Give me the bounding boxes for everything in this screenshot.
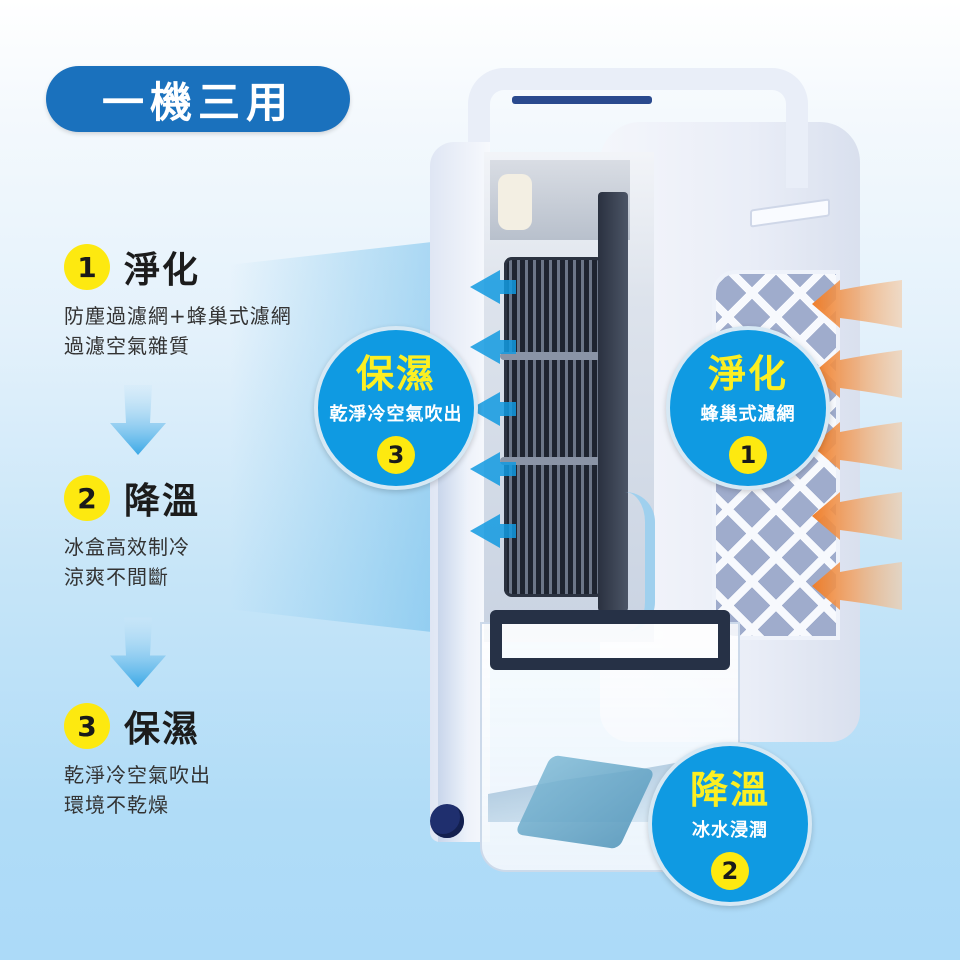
feature-label: 降溫 [124, 481, 201, 522]
callout-subtitle: 乾淨冷空氣吹出 [329, 404, 463, 425]
feature-label: 淨化 [124, 250, 201, 291]
callout-subtitle: 冰水浸潤 [692, 820, 768, 841]
feature-humidify: 3 保濕 乾淨冷空氣吹出 環境不乾燥 [64, 700, 211, 820]
desc-line: 過濾空氣雜質 [64, 334, 190, 358]
orange-intake-arrow-icon [812, 492, 902, 540]
callout-title: 保濕 [355, 352, 436, 396]
callout-title: 淨化 [707, 352, 788, 396]
blue-outflow-arrow-icon [470, 330, 516, 364]
water-hose [615, 492, 655, 632]
desc-line: 防塵過濾網+蜂巢式濾網 [64, 304, 292, 328]
down-arrow-icon [110, 385, 166, 455]
desc-line: 冰盒高效制冷 [64, 535, 190, 559]
handle-grip [512, 96, 652, 104]
blue-outflow-arrow-icon [470, 514, 516, 548]
number-badge: 2 [64, 475, 110, 521]
carry-handle [468, 68, 808, 188]
callout-humidify: 保濕 乾淨冷空氣吹出 3 [314, 326, 478, 490]
callout-subtitle: 蜂巢式濾網 [700, 404, 796, 425]
tank-rim [490, 610, 730, 670]
feature-label: 保濕 [124, 709, 201, 750]
blue-outflow-arrow-icon [470, 452, 516, 486]
down-arrow-icon [110, 617, 166, 688]
feature-cooling: 2 降溫 冰盒高效制冷 涼爽不間斷 [64, 472, 200, 592]
title-text: 一機三用 [101, 77, 294, 127]
orange-intake-arrow-icon [812, 350, 902, 398]
caster-wheel [430, 804, 464, 838]
orange-intake-arrow-icon [812, 422, 902, 470]
number-badge: 1 [729, 436, 767, 474]
number-badge: 3 [377, 436, 415, 474]
number-badge: 1 [64, 244, 110, 290]
feature-description: 防塵過濾網+蜂巢式濾網 過濾空氣雜質 [64, 301, 292, 361]
desc-line: 環境不乾燥 [64, 793, 169, 817]
blue-outflow-arrow-icon [470, 270, 516, 304]
feature-purify: 1 淨化 防塵過濾網+蜂巢式濾網 過濾空氣雜質 [64, 241, 292, 361]
fan-ring [500, 457, 608, 465]
feature-description: 冰盒高效制冷 涼爽不間斷 [64, 532, 200, 592]
callout-cooling: 降溫 冰水浸潤 2 [648, 742, 812, 906]
desc-line: 乾淨冷空氣吹出 [64, 763, 211, 787]
fan-frame [598, 192, 628, 612]
orange-intake-arrow-icon [812, 562, 902, 610]
title-banner: 一機三用 [46, 66, 350, 132]
number-badge: 3 [64, 703, 110, 749]
callout-purify: 淨化 蜂巢式濾網 1 [666, 326, 830, 490]
fan-ring [500, 352, 608, 360]
callout-title: 降溫 [689, 768, 770, 812]
number-badge: 2 [711, 852, 749, 890]
blue-outflow-arrow-icon [470, 392, 516, 426]
orange-intake-arrow-icon [812, 280, 902, 328]
feature-description: 乾淨冷空氣吹出 環境不乾燥 [64, 760, 211, 820]
tower-fan-blower [504, 257, 604, 597]
desc-line: 涼爽不間斷 [64, 565, 169, 589]
